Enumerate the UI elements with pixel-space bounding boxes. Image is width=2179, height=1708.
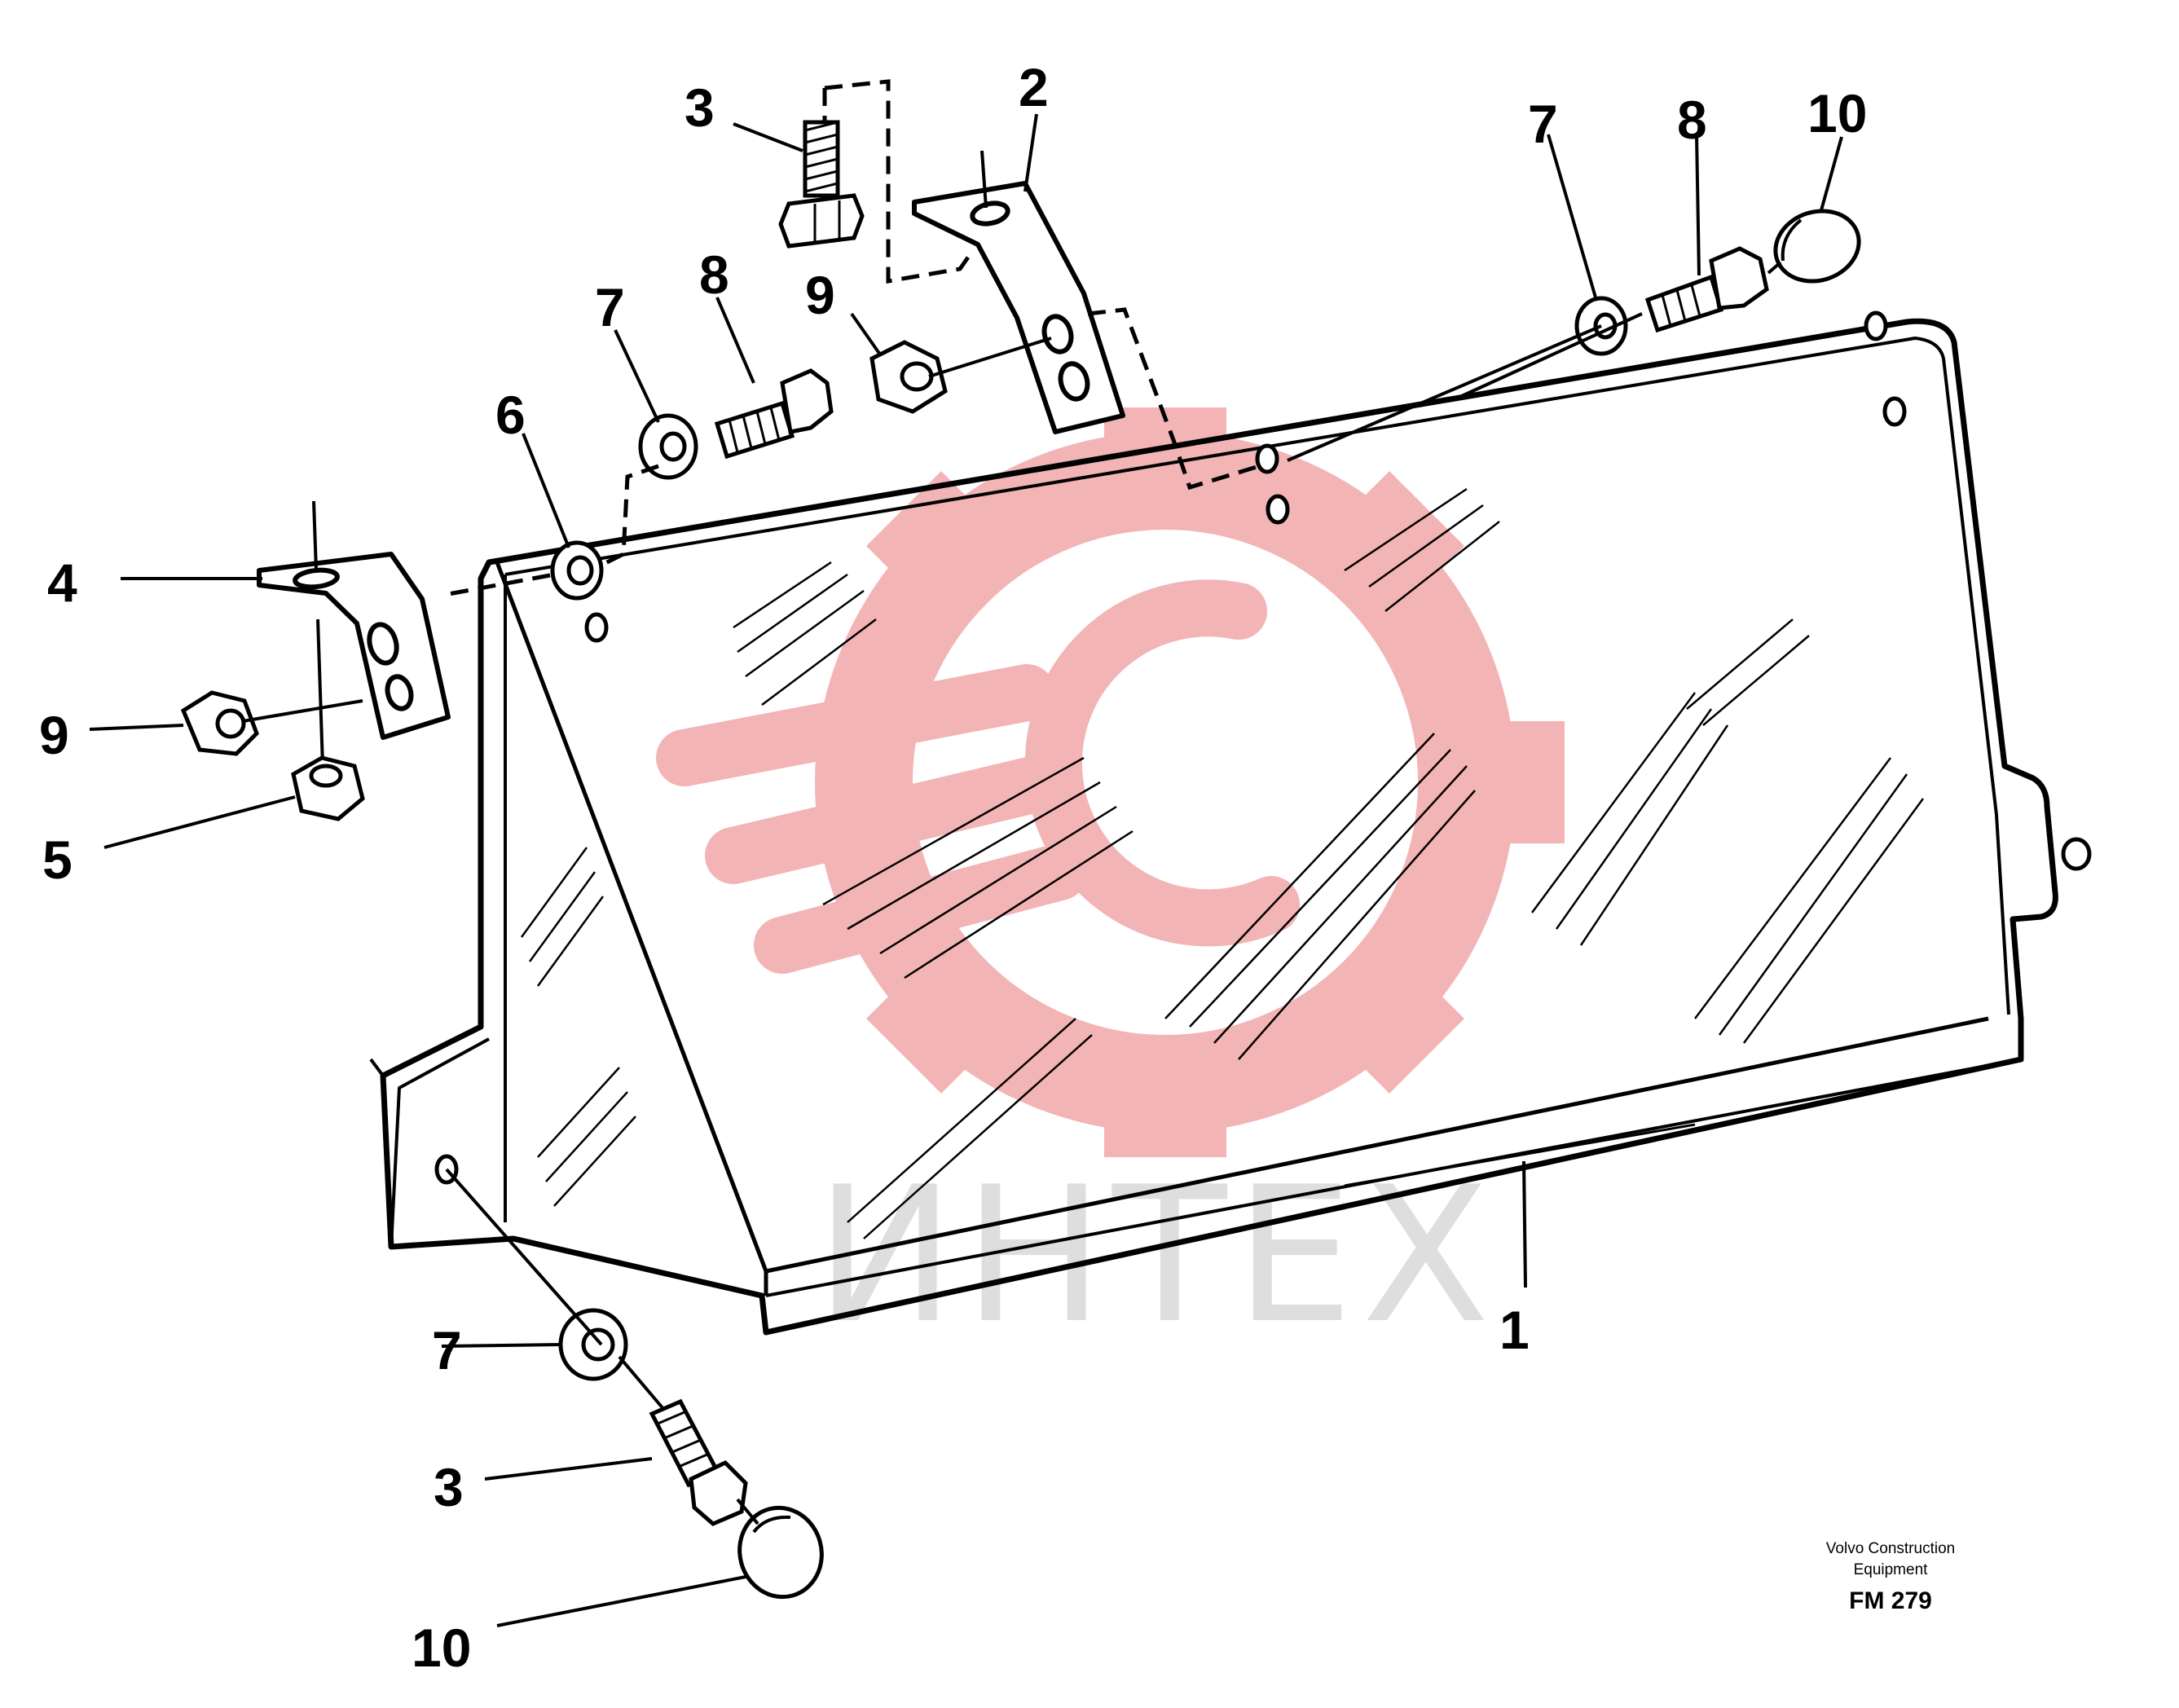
callout-4: 4 (47, 552, 77, 613)
watermark-logo: ИНТЕХ (656, 407, 1565, 1365)
callout-8-left: 8 (699, 244, 729, 305)
nut-part-9-left (180, 690, 259, 756)
watermark-text: ИНТЕХ (815, 1147, 1498, 1365)
watermark-wrench (656, 579, 1300, 974)
glass-panel-part-1 (369, 318, 2058, 1336)
callout-3-bottom: 3 (434, 1457, 464, 1517)
callout-7-right: 7 (1528, 94, 1558, 154)
bolt-part-8-left (714, 368, 834, 460)
cap-part-10-right (1773, 209, 1861, 284)
cap-part-10-bottom (737, 1505, 824, 1600)
screw-part-3-top (778, 120, 865, 249)
callout-10-bottom: 10 (412, 1618, 471, 1678)
callout-7-left: 7 (595, 277, 625, 337)
nut-part-5 (291, 755, 365, 821)
callout-leader-lines (89, 113, 1843, 1627)
callout-9-center: 9 (805, 265, 835, 325)
callout-2: 2 (1019, 57, 1049, 117)
callout-numbers: 1 2 3 3 4 5 6 7 7 7 8 8 9 9 10 10 (39, 57, 1867, 1678)
callout-10-right: 10 (1807, 83, 1867, 143)
callout-9-left: 9 (39, 705, 69, 765)
nut-part-9-center (869, 340, 948, 414)
washer-part-7-bottom (558, 1308, 628, 1381)
screw-part-3-bottom (649, 1398, 748, 1526)
assembly-lines (242, 79, 1782, 1525)
bracket-part-4 (257, 500, 451, 767)
glass-reflection-hatching (520, 487, 1925, 1239)
panel-mounting-holes (434, 310, 2092, 1185)
callout-3-top: 3 (685, 77, 715, 138)
callout-6: 6 (495, 385, 526, 445)
diagram-caption: Volvo Construction Equipment FM 279 (1785, 1539, 1996, 1615)
bracket-part-2 (912, 150, 1125, 434)
caption-manufacturer: Volvo Construction (1825, 1540, 1956, 1557)
callout-7-bottom: 7 (432, 1320, 462, 1380)
callout-8-right: 8 (1677, 90, 1707, 150)
washer-part-7-left (638, 413, 698, 480)
watermark-gear-teeth (866, 407, 1565, 1157)
callout-1: 1 (1499, 1300, 1530, 1360)
caption-manufacturer-2: Equipment (1853, 1561, 1928, 1578)
washer-part-6 (550, 540, 604, 601)
caption-figure-code: FM 279 (1849, 1587, 1932, 1614)
bolt-part-8-right (1644, 246, 1769, 333)
callout-5: 5 (42, 830, 73, 890)
